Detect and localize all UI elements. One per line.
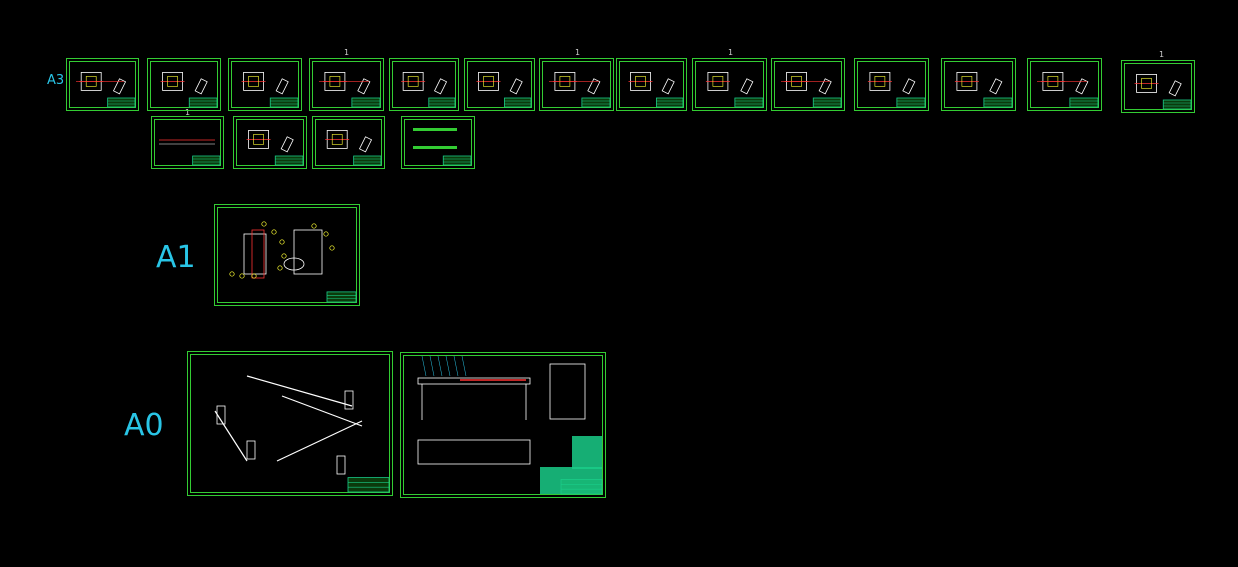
a3-sheet[interactable] bbox=[941, 58, 1016, 111]
sheet-number: 1 bbox=[344, 48, 350, 57]
a3-sheet[interactable] bbox=[401, 116, 475, 169]
title-block bbox=[1162, 99, 1192, 110]
title-block bbox=[347, 477, 390, 493]
title-block bbox=[812, 97, 842, 108]
a3-sheet[interactable] bbox=[616, 58, 687, 111]
title-block bbox=[192, 155, 221, 166]
title-block bbox=[503, 97, 532, 108]
title-block bbox=[188, 97, 218, 108]
a0-sheet[interactable] bbox=[187, 351, 393, 496]
a3-sheet[interactable] bbox=[147, 58, 221, 111]
title-block bbox=[983, 97, 1013, 108]
title-block bbox=[353, 155, 382, 166]
a3-sheet[interactable] bbox=[309, 58, 384, 111]
a3-sheet[interactable] bbox=[233, 116, 307, 169]
a3-sheet[interactable] bbox=[228, 58, 302, 111]
title-block bbox=[269, 97, 299, 108]
sheet-number: 1 bbox=[1159, 50, 1165, 59]
title-block bbox=[1069, 97, 1099, 108]
a3-sheet[interactable] bbox=[854, 58, 929, 111]
label-a3: A3 bbox=[47, 73, 65, 88]
title-block bbox=[274, 155, 304, 166]
a3-sheet[interactable] bbox=[389, 58, 459, 111]
a3-sheet[interactable] bbox=[1027, 58, 1102, 111]
a3-sheet[interactable] bbox=[539, 58, 614, 111]
label-a0: A0 bbox=[124, 408, 164, 443]
a3-sheet[interactable] bbox=[312, 116, 385, 169]
a3-sheet[interactable] bbox=[771, 58, 845, 111]
sheet-number: 1 bbox=[575, 48, 581, 57]
title-block bbox=[656, 97, 684, 108]
title-block bbox=[581, 97, 611, 108]
title-block bbox=[107, 97, 136, 108]
title-block bbox=[351, 97, 381, 108]
label-a1: A1 bbox=[156, 240, 196, 275]
title-block bbox=[428, 97, 456, 108]
a3-sheet[interactable] bbox=[151, 116, 224, 169]
title-block bbox=[734, 97, 764, 108]
a3-sheet[interactable] bbox=[1121, 60, 1195, 113]
a1-sheet[interactable] bbox=[214, 204, 360, 306]
title-block bbox=[326, 291, 357, 303]
sheet-number: 1 bbox=[185, 108, 191, 117]
a3-sheet[interactable] bbox=[464, 58, 535, 111]
sheet-number: 1 bbox=[728, 48, 734, 57]
a0-sheet[interactable] bbox=[400, 352, 606, 498]
title-block bbox=[896, 97, 926, 108]
a3-sheet[interactable] bbox=[692, 58, 767, 111]
a3-sheet[interactable] bbox=[66, 58, 139, 111]
title-block bbox=[442, 155, 472, 166]
